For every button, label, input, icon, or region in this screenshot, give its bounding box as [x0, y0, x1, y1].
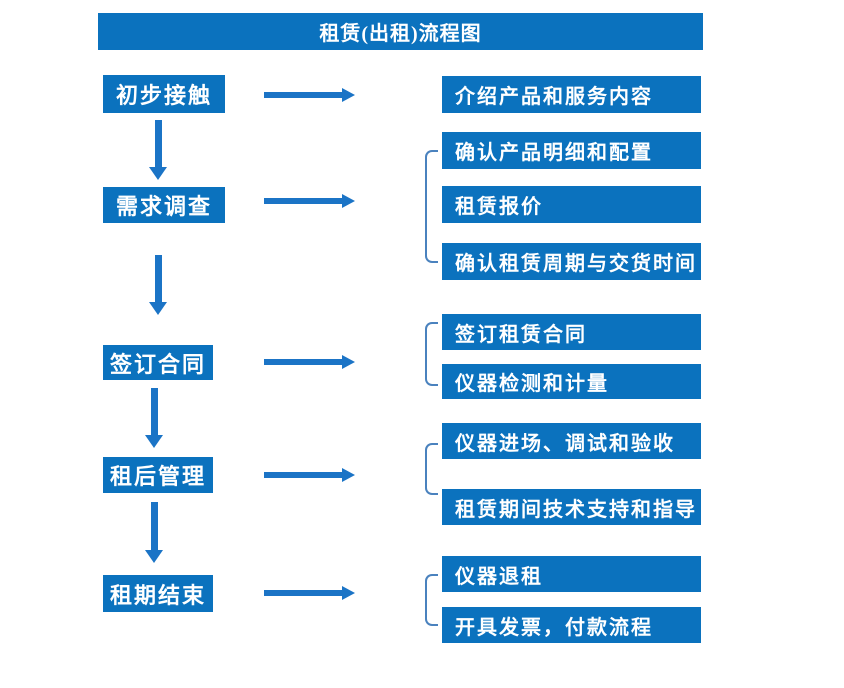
arrow-right-icon: [264, 586, 355, 600]
detail-box-sign-rental-contract: 签订租赁合同: [442, 314, 701, 350]
detail-box-rental-quote: 租赁报价: [442, 186, 701, 223]
group-bracket: [425, 574, 438, 626]
arrow-head: [342, 194, 355, 208]
detail-box-instrument-entry: 仪器进场、调试和验收: [442, 423, 701, 459]
arrow-right-icon: [264, 194, 355, 208]
arrow-down-icon: [149, 255, 167, 315]
arrow-right-icon: [264, 468, 355, 482]
detail-box-instrument-testing: 仪器检测和计量: [442, 364, 701, 399]
arrow-down-icon: [145, 502, 163, 563]
arrow-head: [145, 550, 163, 563]
detail-box-tech-support: 租赁期间技术支持和指导: [442, 489, 701, 525]
group-bracket: [425, 150, 438, 263]
detail-box-confirm-period: 确认租赁周期与交货时间: [442, 243, 701, 280]
arrow-shaft: [264, 359, 342, 365]
arrow-head: [342, 88, 355, 102]
group-bracket: [425, 322, 438, 386]
arrow-shaft: [264, 92, 342, 98]
arrow-head: [342, 586, 355, 600]
detail-box-introduce-products: 介绍产品和服务内容: [442, 76, 701, 113]
arrow-down-icon: [145, 388, 163, 448]
step-box-demand-survey: 需求调查: [103, 187, 225, 223]
step-box-post-rental-mgmt: 租后管理: [103, 457, 213, 493]
detail-box-invoice-payment: 开具发票，付款流程: [442, 607, 701, 643]
arrow-head: [145, 435, 163, 448]
flowchart-title: 租赁(出租)流程图: [98, 13, 703, 50]
detail-box-confirm-product-spec: 确认产品明细和配置: [442, 132, 701, 169]
arrow-shaft: [150, 502, 158, 550]
arrow-shaft: [264, 198, 342, 204]
arrow-right-icon: [264, 355, 355, 369]
group-bracket: [425, 443, 438, 495]
arrow-shaft: [264, 590, 342, 596]
arrow-head: [342, 468, 355, 482]
arrow-head: [149, 167, 167, 180]
step-box-sign-contract: 签订合同: [103, 345, 213, 380]
arrow-head: [149, 302, 167, 315]
arrow-shaft: [150, 388, 158, 435]
arrow-shaft: [264, 472, 342, 478]
arrow-shaft: [154, 120, 162, 167]
arrow-right-icon: [264, 88, 355, 102]
arrow-shaft: [154, 255, 162, 302]
step-box-rental-end: 租期结束: [103, 575, 213, 612]
arrow-head: [342, 355, 355, 369]
step-box-initial-contact: 初步接触: [103, 75, 225, 113]
detail-box-instrument-return: 仪器退租: [442, 556, 701, 592]
arrow-down-icon: [149, 120, 167, 180]
